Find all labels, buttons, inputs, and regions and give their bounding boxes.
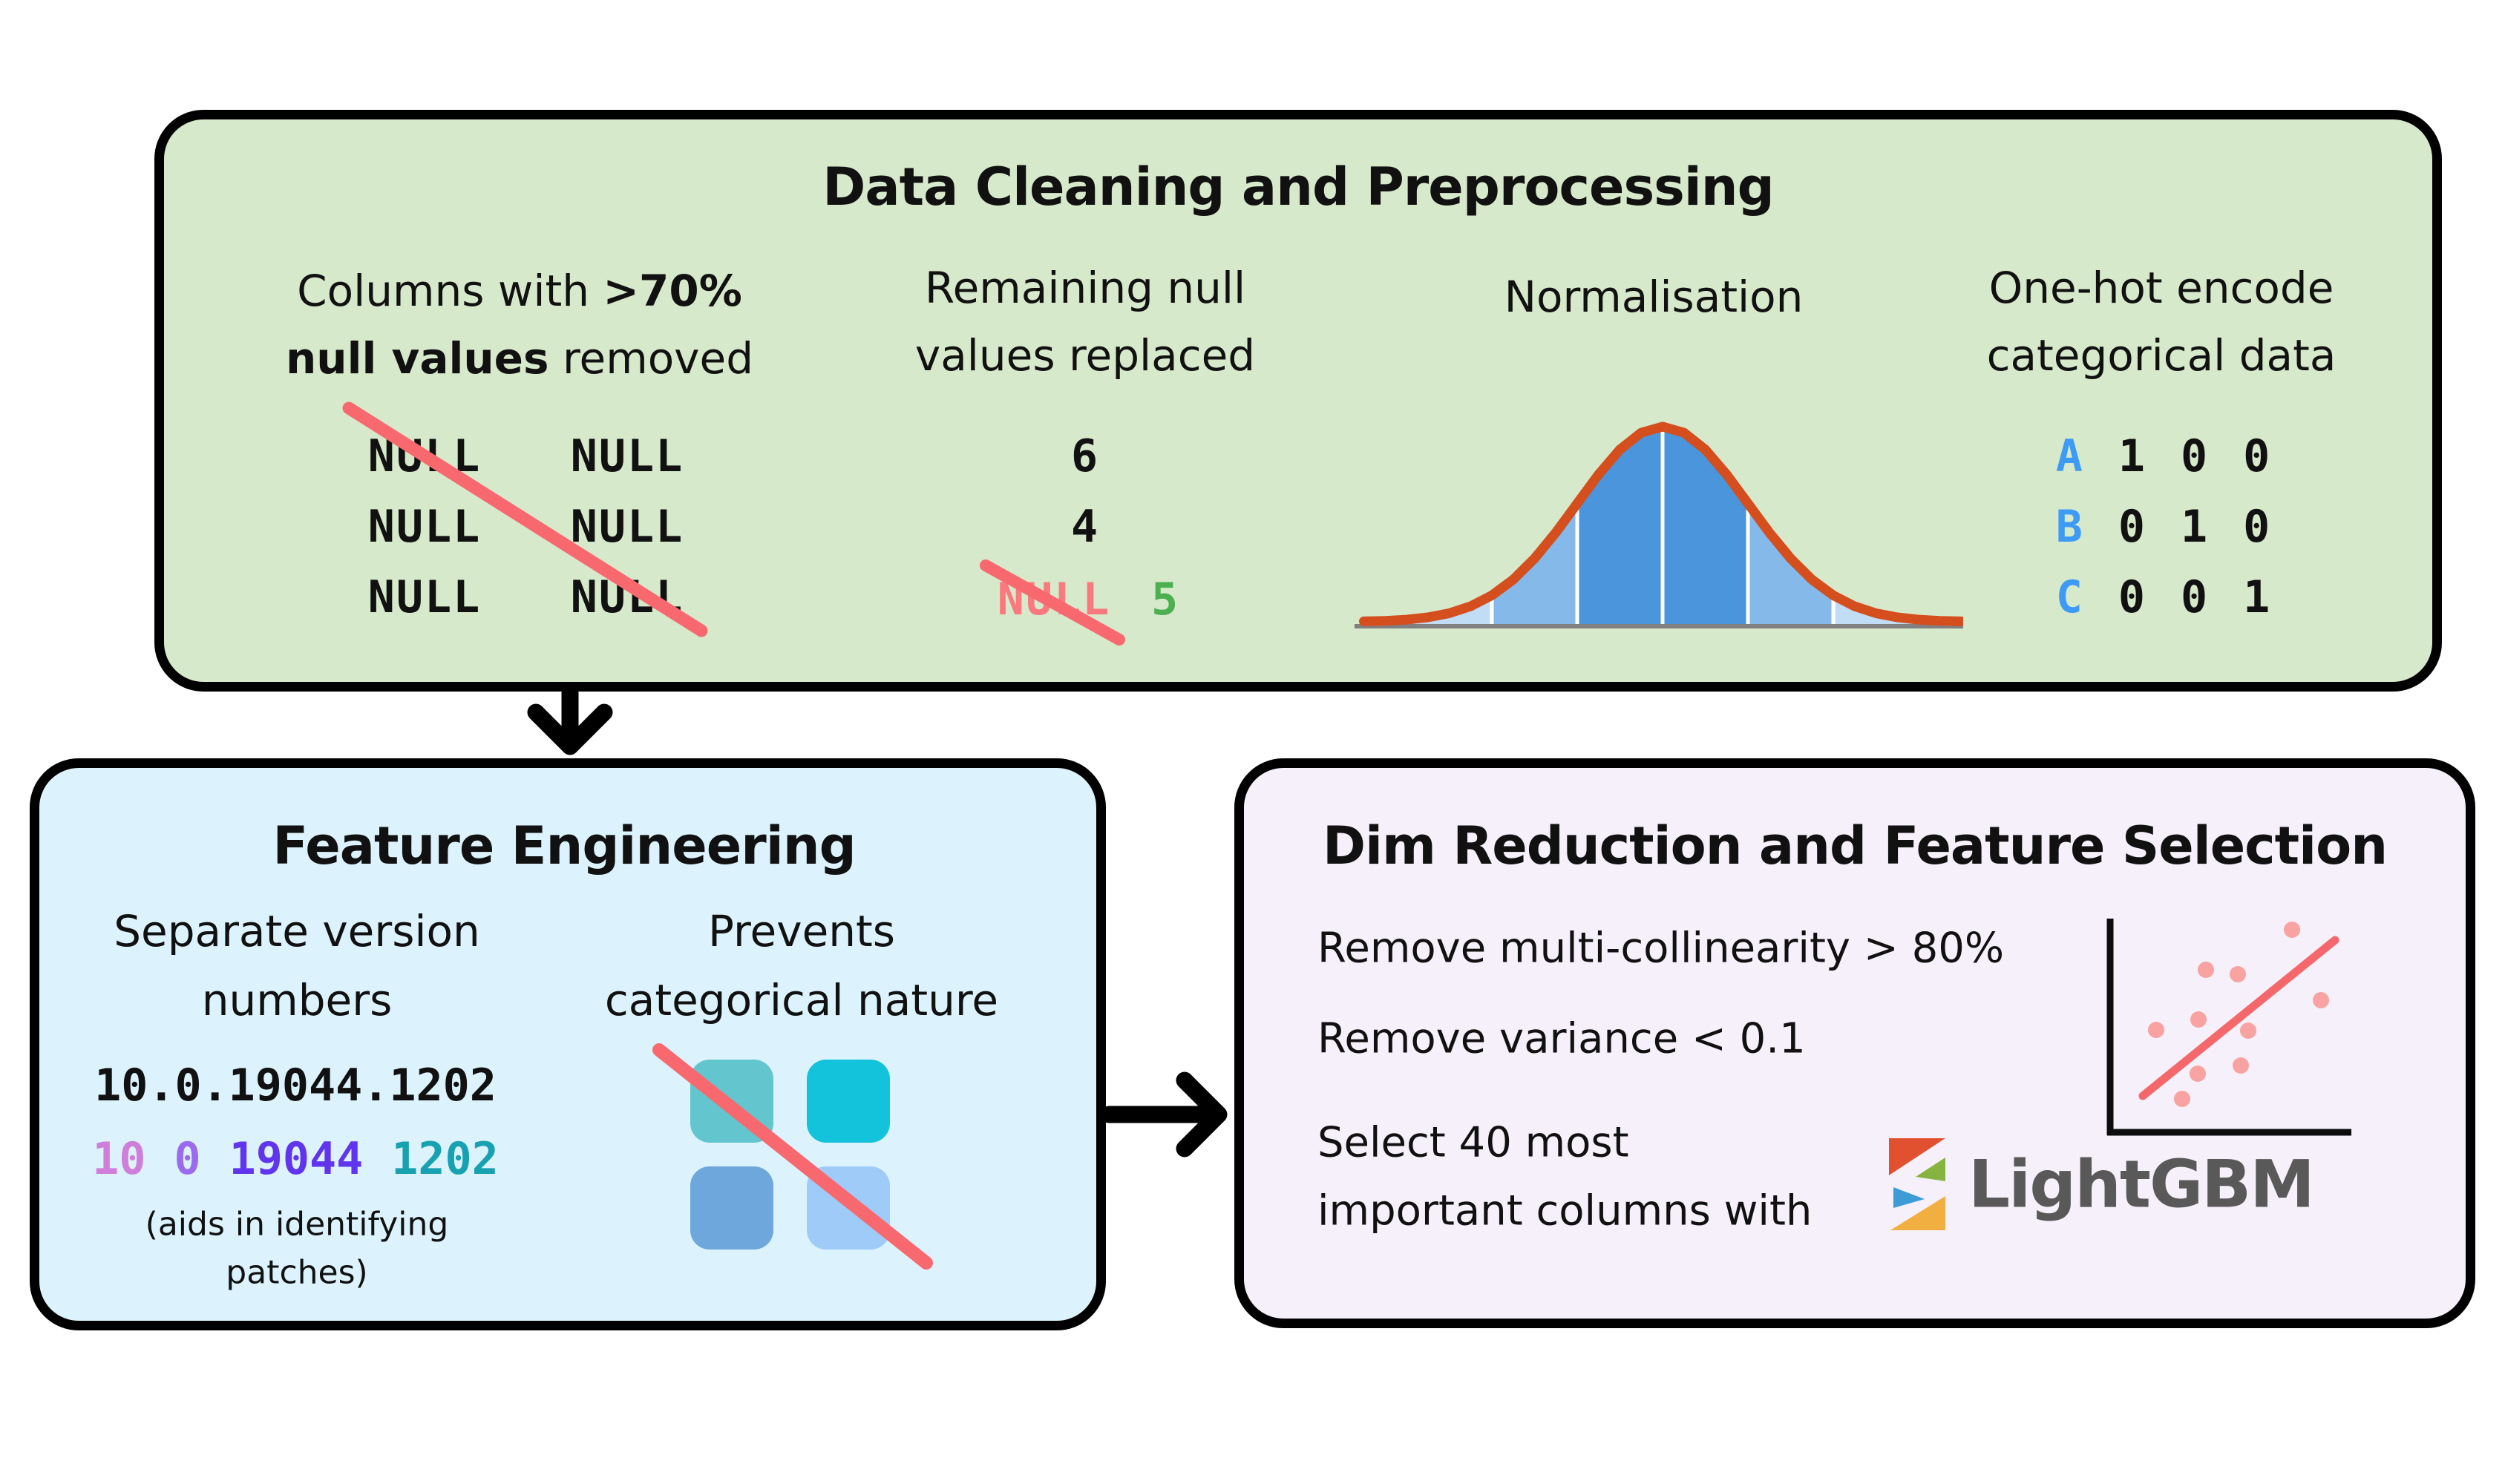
null-replace-heading-line2: values replaced [914, 330, 1256, 381]
select-line1: Select 40 most [1317, 1118, 1629, 1167]
null-cell: NULL [570, 430, 684, 482]
replaced-value: 6 [1070, 430, 1100, 482]
one-hot-heading-line1: One-hot encode [1988, 263, 2334, 313]
null-cell: NULL [367, 430, 482, 482]
category-label: B [2055, 501, 2084, 553]
rule-variance: Remove variance < 0.1 [1317, 1014, 1806, 1063]
select-line2: important columns with [1317, 1186, 1813, 1235]
version-string-split: 10 0 19044 1202 [92, 1133, 499, 1185]
normalisation-heading: Normalisation [1504, 272, 1804, 322]
version-part-minor: 0 [174, 1133, 201, 1185]
data-cleaning-title: Data Cleaning and Preprocessing [822, 157, 1774, 217]
category-label: C [2055, 571, 2084, 623]
arrow-down [527, 684, 613, 755]
one-hot-heading-line2: categorical data [1986, 330, 2337, 381]
lightgbm-wordmark: LightGBM [1968, 1146, 2315, 1223]
null-cell: NULL [570, 501, 684, 553]
prevents-heading-line2: categorical nature [604, 975, 999, 1025]
arrow-right [1100, 1071, 1228, 1158]
version-string-full: 10.0.19044.1202 [94, 1060, 497, 1112]
version-note-line2: patches) [226, 1253, 368, 1292]
version-part-major: 10 [92, 1133, 146, 1185]
null-cell: NULL [367, 571, 482, 623]
separate-version-heading-line1: Separate version [114, 906, 480, 956]
replaced-value: 4 [1070, 501, 1100, 553]
version-part-patch: 1202 [391, 1133, 499, 1185]
version-note-line1: (aids in identifying [145, 1205, 449, 1244]
null-cell: NULL [367, 501, 482, 553]
feature-engineering-title: Feature Engineering [272, 815, 856, 876]
separate-version-heading-line2: numbers [201, 975, 393, 1025]
prevents-heading-line1: Prevents [708, 906, 895, 956]
null-replace-heading-line1: Remaining null [924, 263, 1246, 313]
category-label: A [2055, 430, 2084, 482]
null-cell: NULL [570, 571, 684, 623]
null-removal-heading-line2: null values removed [285, 333, 754, 384]
category-square-steel-blue [690, 1166, 773, 1250]
category-square-teal [690, 1060, 773, 1143]
category-square-light-blue [807, 1166, 890, 1250]
rule-multicollinearity: Remove multi-collinearity > 80% [1317, 924, 2005, 973]
version-part-build: 19044 [229, 1133, 364, 1185]
crossed-null-value: NULL [997, 574, 1111, 626]
category-square-cyan [807, 1060, 890, 1143]
null-removal-heading-line1: Columns with >70% [297, 266, 742, 316]
replacement-value: 5 [1150, 574, 1180, 626]
dim-reduction-title: Dim Reduction and Feature Selection [1322, 815, 2388, 876]
